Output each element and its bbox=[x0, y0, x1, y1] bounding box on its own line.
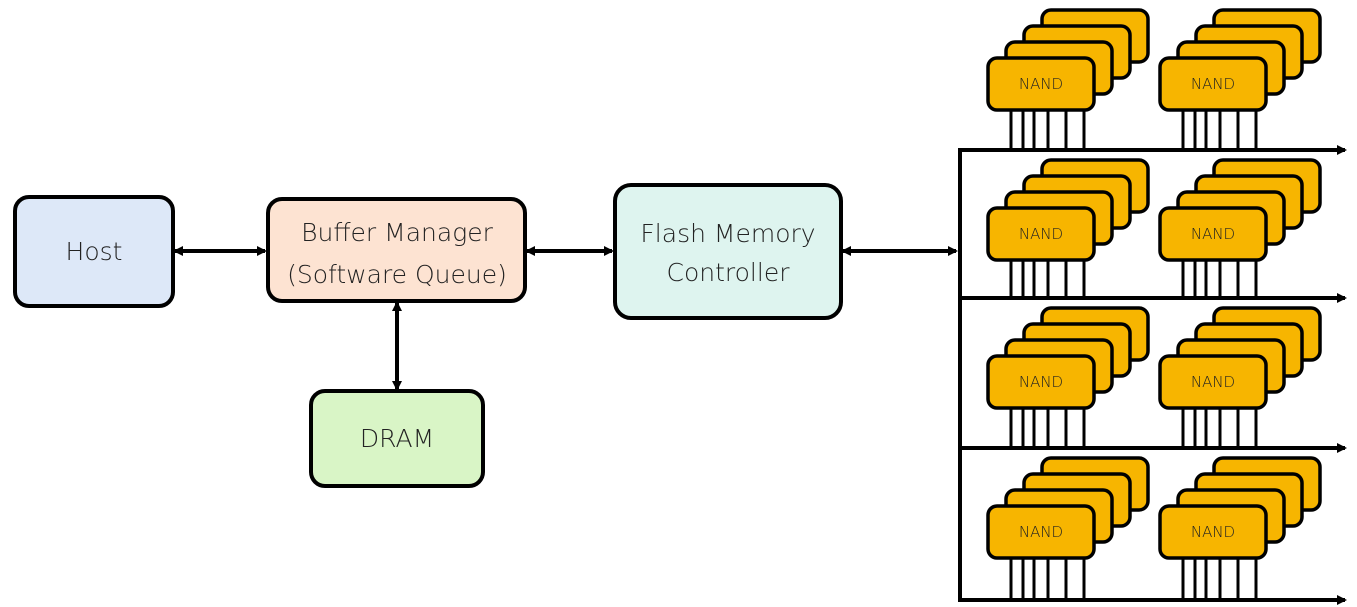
nand-die bbox=[1158, 56, 1268, 112]
nand-label: NAND bbox=[1191, 523, 1235, 541]
nand-label: NAND bbox=[1019, 373, 1063, 391]
nand-package: NAND bbox=[986, 456, 1150, 600]
flash-controller-label-line2: Controller bbox=[667, 258, 791, 287]
buffer-manager-block: Buffer Manager (Software Queue) bbox=[266, 197, 527, 303]
nand-package: NAND bbox=[1158, 158, 1322, 298]
nand-die bbox=[986, 56, 1096, 112]
nand-package: NAND bbox=[986, 306, 1150, 448]
flash-controller-label-line1: Flash Memory bbox=[640, 219, 815, 248]
nand-package: NAND bbox=[1158, 456, 1322, 600]
host-block: Host bbox=[13, 195, 175, 308]
flash-controller-block: Flash Memory Controller bbox=[613, 183, 843, 320]
nand-array: NAND NAND NAND NAND NAND NAND NAND NAND bbox=[986, 8, 1322, 600]
nand-die bbox=[986, 354, 1096, 410]
nand-die bbox=[1158, 504, 1268, 560]
nand-die bbox=[986, 504, 1096, 560]
buffer-manager-label-line2: (Software Queue) bbox=[287, 260, 507, 289]
nand-package: NAND bbox=[986, 8, 1150, 150]
dram-label: DRAM bbox=[360, 424, 434, 453]
nand-package: NAND bbox=[1158, 306, 1322, 448]
nand-label: NAND bbox=[1191, 225, 1235, 243]
host-label: Host bbox=[66, 237, 123, 266]
nand-label: NAND bbox=[1019, 523, 1063, 541]
nand-label: NAND bbox=[1191, 75, 1235, 93]
nand-die bbox=[1158, 354, 1268, 410]
nand-package: NAND bbox=[1158, 8, 1322, 150]
nand-package: NAND bbox=[986, 158, 1150, 298]
nand-die bbox=[1158, 206, 1268, 262]
flash-controller-box bbox=[613, 183, 843, 320]
dram-block: DRAM bbox=[309, 389, 485, 488]
dram-box bbox=[309, 389, 485, 488]
buffer-manager-label-line1: Buffer Manager bbox=[301, 218, 493, 247]
nand-label: NAND bbox=[1019, 225, 1063, 243]
nand-die bbox=[986, 206, 1096, 262]
nand-label: NAND bbox=[1019, 75, 1063, 93]
nand-label: NAND bbox=[1191, 373, 1235, 391]
